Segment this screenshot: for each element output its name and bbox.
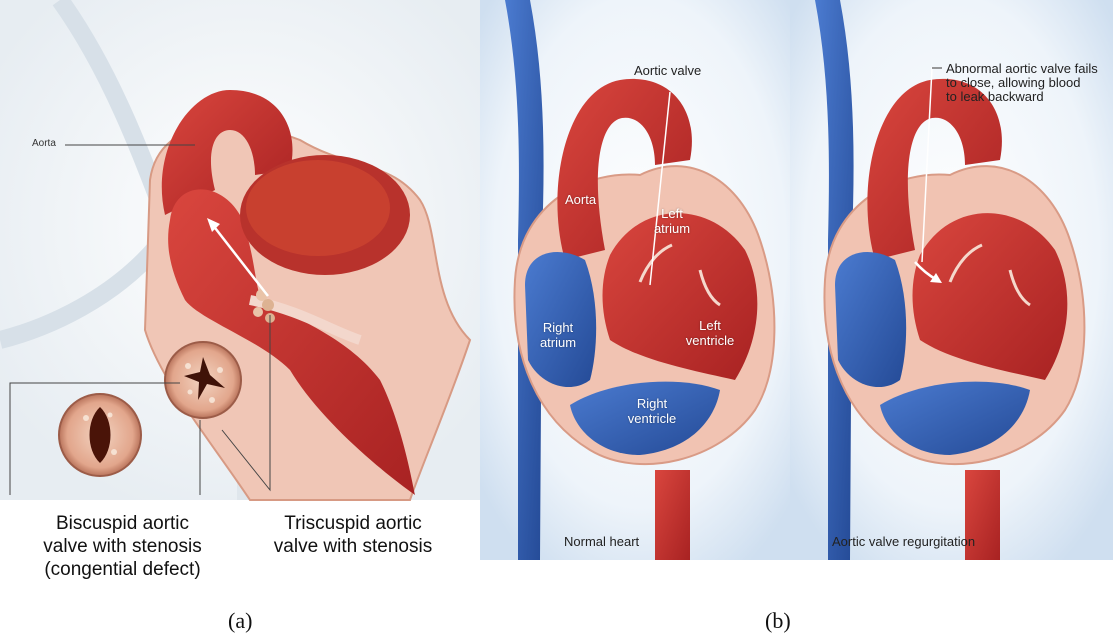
- regurgitation-annotation-line3: to leak backward: [946, 90, 1098, 104]
- normal-heart-caption: Normal heart: [564, 535, 639, 549]
- right-ventricle-label-line1: Right: [622, 396, 682, 411]
- triscuspid-caption-line2: valve with stenosis: [248, 535, 458, 558]
- sub-label-b: (b): [765, 608, 791, 634]
- right-atrium-label: Right atrium: [535, 320, 581, 350]
- left-atrium-label-line2: atrium: [650, 221, 694, 236]
- biscuspid-caption-line1: Biscuspid aortic: [10, 512, 235, 535]
- panel-a-illustration: [0, 0, 490, 500]
- right-ventricle-label-line2: ventricle: [622, 411, 682, 426]
- right-atrium-label-line2: atrium: [535, 335, 581, 350]
- right-atrium-label-line1: Right: [535, 320, 581, 335]
- biscuspid-caption-line2: valve with stenosis: [10, 535, 235, 558]
- left-atrium-label: Left atrium: [650, 206, 694, 236]
- left-ventricle-label-line1: Left: [678, 318, 742, 333]
- regurgitation-annotation: Abnormal aortic valve fails to close, al…: [946, 62, 1098, 104]
- panel-b-normal-illustration: [480, 0, 800, 560]
- biscuspid-caption: Biscuspid aortic valve with stenosis (co…: [10, 512, 235, 581]
- triscuspid-caption: Triscuspid aortic valve with stenosis: [248, 512, 458, 558]
- regurgitation-caption: Aortic valve regurgitation: [832, 535, 975, 549]
- regurgitation-annotation-line1: Abnormal aortic valve fails: [946, 62, 1098, 76]
- left-ventricle-label: Left ventricle: [678, 318, 742, 348]
- triscuspid-valve-disc: [165, 342, 241, 418]
- left-atrium-label-line1: Left: [650, 206, 694, 221]
- biscuspid-valve-disc: [59, 394, 141, 476]
- sub-label-a: (a): [228, 608, 252, 634]
- right-ventricle-label: Right ventricle: [622, 396, 682, 426]
- aorta-label-normal: Aorta: [565, 192, 596, 207]
- right-atrium-regurgitation: [835, 252, 906, 387]
- left-ventricle-label-line2: ventricle: [678, 333, 742, 348]
- regurgitation-annotation-line2: to close, allowing blood: [946, 76, 1098, 90]
- aortic-valve-label: Aortic valve: [634, 64, 701, 78]
- aorta-label-a: Aorta: [32, 138, 56, 149]
- triscuspid-caption-line1: Triscuspid aortic: [248, 512, 458, 535]
- biscuspid-caption-line3: (congential defect): [10, 558, 235, 581]
